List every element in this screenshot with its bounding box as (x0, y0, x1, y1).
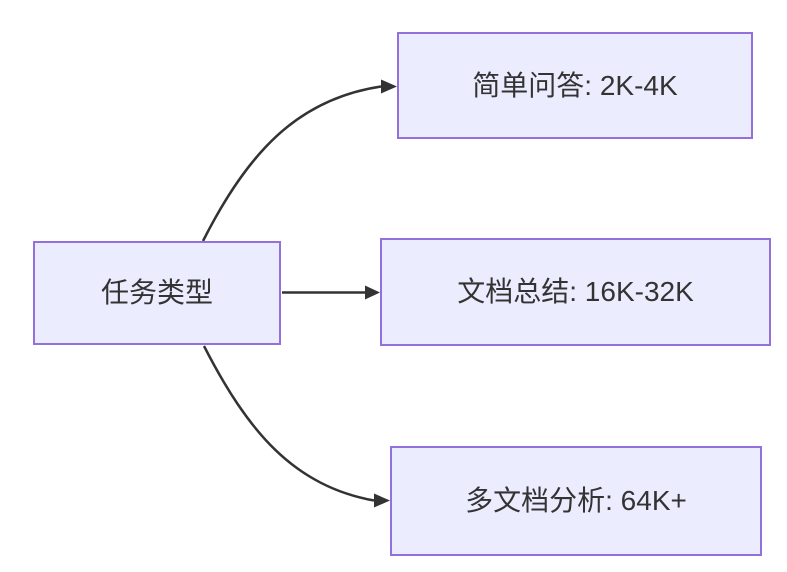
node-doc-summary-label: 文档总结: 16K-32K (457, 276, 694, 308)
arrowhead-icon (374, 493, 390, 508)
node-doc-summary: 文档总结: 16K-32K (380, 238, 771, 346)
edge-task-type-to-simple-qa (201, 79, 397, 242)
edge-line (202, 345, 375, 502)
arrowhead-icon (381, 79, 397, 94)
edge-task-type-to-doc-summary (282, 285, 380, 300)
edge-line (201, 85, 382, 242)
node-task-type-label: 任务类型 (100, 277, 213, 309)
node-task-type: 任务类型 (33, 241, 281, 345)
edge-task-type-to-multi-doc (202, 345, 390, 508)
node-multi-doc-label: 多文档分析: 64K+ (465, 485, 687, 517)
node-multi-doc: 多文档分析: 64K+ (390, 446, 762, 556)
node-simple-qa: 简单问答: 2K-4K (397, 32, 753, 139)
arrowhead-icon (365, 285, 380, 300)
node-simple-qa-label: 简单问答: 2K-4K (472, 69, 678, 101)
